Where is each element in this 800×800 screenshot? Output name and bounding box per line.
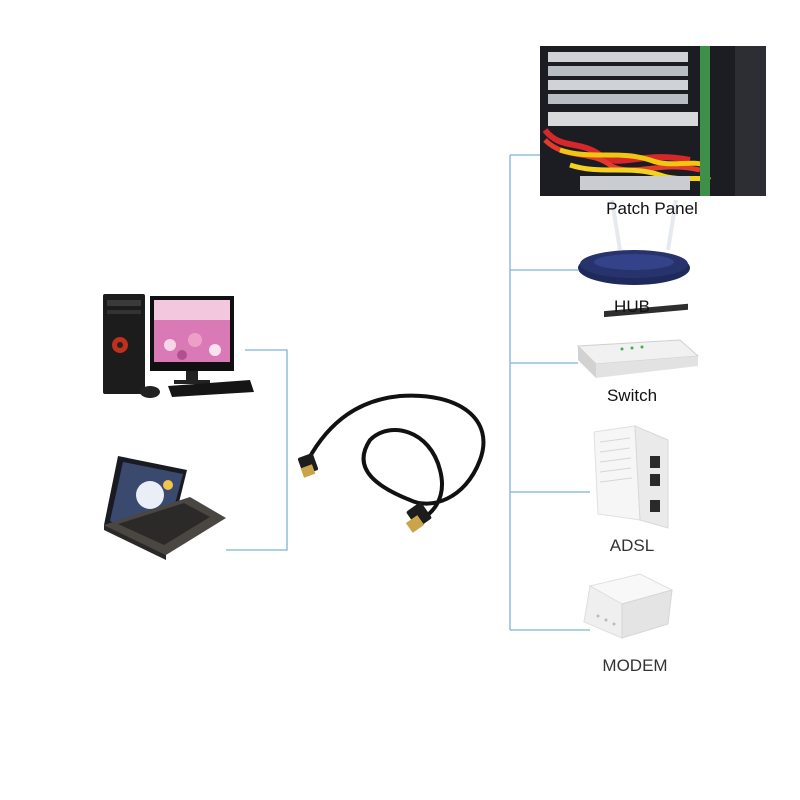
adsl-label: ADSL: [609, 536, 655, 555]
ethernet-cable-icon: [297, 393, 486, 533]
switch-icon: [576, 303, 700, 378]
left-connector: [226, 349, 288, 551]
modem-icon: [583, 573, 674, 639]
connector-lines: [226, 154, 590, 631]
switch-label: Switch: [606, 386, 658, 405]
patch-panel-label: Patch Panel: [606, 199, 698, 218]
desktop-computer-icon: [103, 294, 254, 398]
hub-icon: [578, 199, 690, 285]
laptop-icon: [104, 456, 226, 560]
patch-panel-icon: [540, 46, 766, 196]
modem-label: MODEM: [602, 656, 668, 675]
hub-label: HUB: [614, 297, 650, 316]
adsl-icon: [593, 425, 669, 529]
